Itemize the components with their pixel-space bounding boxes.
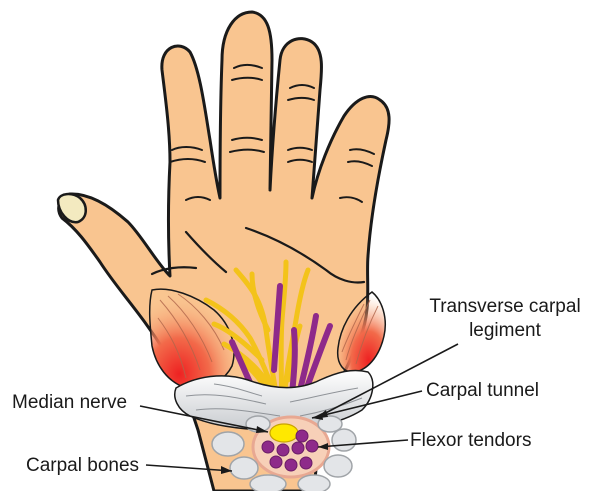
label-transverse-carpal-line2: legiment (420, 320, 590, 342)
label-flexor-tendons: Flexor tendors (410, 430, 531, 452)
median-nerve-dot (270, 424, 298, 442)
label-transverse-carpal-line1: Transverse carpal (420, 296, 590, 318)
label-median-nerve: Median nerve (12, 392, 127, 414)
label-carpal-bones: Carpal bones (26, 455, 139, 477)
label-carpal-tunnel: Carpal tunnel (426, 380, 539, 402)
